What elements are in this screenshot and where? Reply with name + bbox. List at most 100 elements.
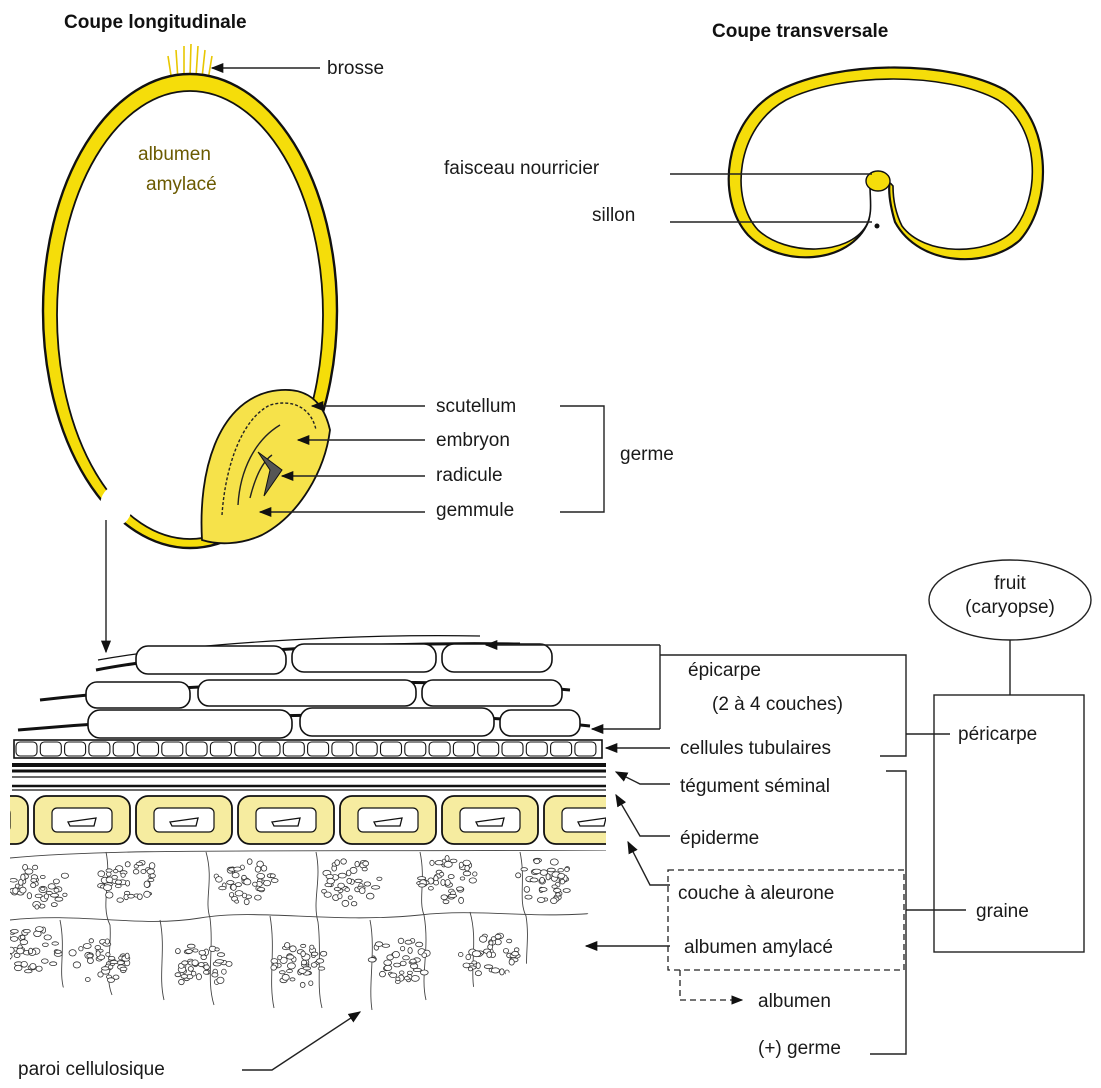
starch-granule xyxy=(505,970,509,975)
starch-granule xyxy=(229,893,233,898)
starch-granule xyxy=(468,967,472,971)
starch-granule xyxy=(458,952,463,956)
starch-granule xyxy=(87,958,93,964)
starch-granule xyxy=(176,949,181,954)
starch-granule xyxy=(346,870,351,876)
starch-granule xyxy=(408,948,412,954)
germe-bracket xyxy=(560,406,604,512)
starch-granule xyxy=(30,964,36,970)
starch-granule xyxy=(137,894,142,900)
starch-granule xyxy=(310,945,314,949)
starch-granule xyxy=(55,950,61,953)
starch-granule xyxy=(20,940,28,945)
starch-granule xyxy=(222,969,227,974)
sillon-dot xyxy=(875,224,880,229)
starch-granule xyxy=(441,895,447,900)
tubular-cell xyxy=(259,742,280,756)
starch-granule xyxy=(463,860,471,866)
starch-granule xyxy=(489,941,493,945)
starch-granule xyxy=(441,879,445,885)
starch-granule xyxy=(434,880,439,885)
starch-granule xyxy=(411,976,419,982)
tubular-cells xyxy=(14,740,602,758)
starch-granule xyxy=(404,977,409,980)
starch-granule xyxy=(479,936,486,942)
starch-granule xyxy=(51,903,57,907)
starch-granule xyxy=(525,895,532,899)
starch-granule xyxy=(509,959,514,965)
starch-granule xyxy=(539,888,547,892)
starch-granule xyxy=(355,879,363,882)
starch-granule xyxy=(335,860,340,866)
tubular-cell xyxy=(526,742,547,756)
starch-granule xyxy=(416,942,423,947)
starch-granule xyxy=(144,891,151,897)
starch-granule xyxy=(102,967,109,970)
starch-granule xyxy=(11,929,19,933)
starch-granule xyxy=(472,951,480,957)
starch-granule xyxy=(126,881,130,887)
starch-granule xyxy=(366,893,374,899)
starch-granule xyxy=(106,892,113,898)
starch-granule xyxy=(375,942,383,947)
starch-granule xyxy=(257,873,265,878)
starch-granule xyxy=(444,861,452,867)
starch-granule xyxy=(448,894,456,897)
starch-granule xyxy=(27,893,31,899)
starchy-albumen xyxy=(0,850,606,1010)
starch-granule xyxy=(338,894,342,899)
tubular-cell xyxy=(162,742,183,756)
starch-granule xyxy=(244,899,249,905)
starch-granule xyxy=(347,878,352,883)
starch-granule xyxy=(405,940,412,944)
tubular-cell xyxy=(502,742,523,756)
starch-granule xyxy=(52,942,59,945)
starch-granule xyxy=(41,887,45,890)
starch-granule xyxy=(199,950,206,955)
caryopse-label: (caryopse) xyxy=(965,597,1055,618)
starch-granule xyxy=(322,889,327,893)
tubular-cell xyxy=(429,742,450,756)
starch-granule xyxy=(14,965,22,970)
starch-granule xyxy=(351,902,357,906)
tubular-cell xyxy=(138,742,159,756)
starch-granule xyxy=(242,893,246,898)
starch-granule xyxy=(4,959,9,964)
starch-granule xyxy=(148,878,154,881)
transverse-inner-area xyxy=(741,79,1032,249)
starch-granule xyxy=(556,893,560,896)
starch-granule xyxy=(371,886,379,890)
starch-granule xyxy=(63,893,67,896)
starch-granule xyxy=(384,960,392,965)
albumen-label: albumen xyxy=(758,991,831,1012)
starch-granule xyxy=(390,973,397,978)
starch-granule xyxy=(400,961,406,966)
starch-granule xyxy=(318,967,325,970)
tubular-cell xyxy=(16,742,37,756)
starch-granule xyxy=(29,948,33,954)
starch-granule xyxy=(456,887,463,891)
starch-granule xyxy=(476,963,480,969)
starch-granule xyxy=(558,873,565,878)
starch-granule xyxy=(125,862,130,867)
starch-granule xyxy=(48,884,55,889)
starch-granule xyxy=(290,978,295,981)
starch-granule xyxy=(285,943,290,949)
starch-granule xyxy=(550,859,558,865)
paroi-label: paroi cellulosique xyxy=(18,1059,165,1080)
starch-granule xyxy=(403,956,410,960)
starch-granule xyxy=(36,966,42,971)
starch-granule xyxy=(524,887,530,893)
brosse-label: brosse xyxy=(327,58,384,79)
starch-granule xyxy=(108,956,115,960)
starch-granule xyxy=(382,944,390,947)
starch-granule xyxy=(40,875,45,878)
tubular-cell xyxy=(210,742,231,756)
tubular-cell xyxy=(308,742,329,756)
starch-granule xyxy=(301,951,306,957)
starch-granule xyxy=(212,973,218,977)
starch-granule xyxy=(179,979,185,984)
starch-granule xyxy=(120,967,127,971)
germe-label: germe xyxy=(620,444,674,465)
starch-granule xyxy=(303,967,311,970)
